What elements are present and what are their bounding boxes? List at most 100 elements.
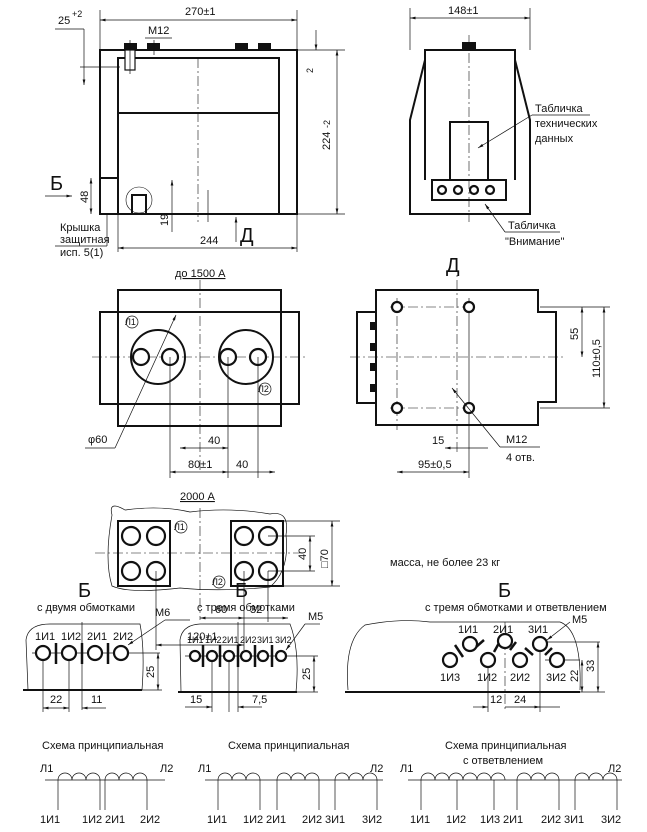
side-dim-width: 148±1: [448, 5, 479, 17]
tap-label: 2И1: [105, 814, 125, 826]
view-title: Б: [78, 580, 91, 602]
scheme-two-windings: Схема принципиальная Л1 Л2 1И1 1И2 2И1 2…: [40, 740, 173, 826]
bottom-view-d: Д 55 110±0,5 15 95±0,5 M: [350, 255, 610, 478]
dim-55: 55: [569, 328, 581, 340]
top-view-1500a: до 1500 А Л1 Л2 φ60 40 80±1 40: [85, 268, 305, 478]
terminal-l1: Л1: [40, 763, 53, 775]
view-title: Д: [446, 255, 460, 277]
marker-l1: Л1: [174, 522, 185, 532]
cover-label: Крышка: [60, 222, 101, 234]
terminal-label: 2И2: [240, 635, 256, 645]
thread-label: M5: [308, 611, 323, 623]
top-bolts: [124, 40, 271, 215]
dim-120: 120±1: [187, 631, 218, 643]
protective-cover: [99, 177, 119, 215]
thread-label: M12: [506, 434, 527, 446]
tap-label: 1И2: [243, 814, 263, 826]
dim-40: 40: [297, 548, 309, 560]
dim-70: □70: [319, 549, 331, 568]
view-title: 2000 А: [180, 491, 216, 503]
tap-label: 3И2: [601, 814, 621, 826]
cover-label: защитная: [60, 234, 110, 246]
scheme-subtitle: с ответвлением: [463, 755, 543, 767]
tap-label: 3И2: [362, 814, 382, 826]
tap-label: 2И2: [302, 814, 322, 826]
tap-label: 2И2: [140, 814, 160, 826]
dim-80: 80±1: [188, 459, 212, 471]
tap-label: 1И2: [446, 814, 466, 826]
dim-19: 19: [159, 214, 171, 226]
plate-label: технических: [535, 118, 598, 130]
terminal-l1: Л1: [198, 763, 211, 775]
tap-label: 1И2: [82, 814, 102, 826]
tap-label: 2И2: [541, 814, 561, 826]
dim-95: 95±0,5: [418, 459, 452, 471]
dim-gap: 2: [305, 68, 315, 73]
terminal-label: 3И1: [257, 635, 273, 645]
holes-count: 4 отв.: [506, 452, 535, 464]
view-subtitle: с двумя обмотками: [37, 602, 135, 614]
view-title: Б: [498, 580, 511, 602]
thread-label: M12: [148, 25, 169, 37]
terminal-l2: Л2: [160, 763, 173, 775]
scheme-three-windings-tap: Схема принципиальная с ответвлением Л1 Л…: [400, 740, 622, 826]
dim-offset: 11: [91, 694, 102, 706]
terminal-label: 2И2: [510, 672, 530, 684]
view-b-marker: Б: [50, 173, 63, 195]
dim-110: 110±0,5: [591, 339, 603, 378]
terminal-label: 1И2: [205, 635, 221, 645]
secondary-terminals: [370, 322, 376, 392]
scheme-title: Схема принципиальная: [228, 740, 349, 752]
tap-label: 1И3: [480, 814, 500, 826]
dim-height: 33: [585, 660, 597, 672]
marker-l2: Л2: [258, 384, 269, 394]
dim-32: 32: [250, 604, 262, 616]
view-subtitle: с тремя обмотками и ответвлением: [425, 602, 607, 614]
terminal-view-three-windings-tap: Б с тремя обмотками и ответвлением 1И1 2…: [345, 580, 607, 712]
front-inner-frame: [117, 57, 280, 215]
dim-offset-tol: +2: [72, 9, 82, 19]
terminal-label: 2И1: [222, 635, 238, 645]
view-title: Б: [235, 580, 248, 602]
thread-label: M5: [572, 614, 587, 626]
scheme-title: Схема принципиальная: [42, 740, 163, 752]
tap-label: 1И1: [410, 814, 430, 826]
dim-height: 25: [301, 668, 313, 680]
marker-l1: Л1: [125, 317, 136, 327]
terminal-label: 3И2: [275, 635, 291, 645]
secondary-terminals: [188, 645, 288, 667]
terminal-label: 1И2: [61, 631, 81, 643]
terminal-l1: Л1: [400, 763, 413, 775]
terminal-view-two-windings: Б с двумя обмотками 1И1 1И2 2И1 2И2 M6 2…: [23, 580, 190, 712]
dim-base: 244: [200, 235, 218, 247]
terminal-label: 1И1: [187, 635, 203, 645]
terminal-screws: [436, 184, 496, 196]
plate-label: Табличка: [535, 103, 583, 115]
tap-label: 2И1: [266, 814, 286, 826]
dim-60: 60: [215, 604, 227, 616]
terminal-label: 2И1: [493, 624, 513, 636]
terminal-label: 2И1: [87, 631, 107, 643]
dim-height: 22: [569, 670, 581, 682]
side-view: 148±1 Табличка технических данных Таблич…: [409, 5, 598, 248]
dim-pitch: 12: [490, 694, 502, 706]
tap-label: 2И1: [503, 814, 523, 826]
dim-40: 40: [208, 435, 220, 447]
secondary-terminals: [34, 643, 130, 664]
terminal-label: 1И2: [477, 672, 497, 684]
view-subtitle: с тремя обмотками: [197, 602, 295, 614]
dim-width: 270±1: [185, 6, 216, 18]
terminal-label: 1И1: [35, 631, 55, 643]
dim-pitch: 15: [190, 694, 202, 706]
top-view-2000a: 2000 А Л1 Л2 40 □70 60 32 120±1: [95, 491, 340, 650]
dim-height: 25: [145, 666, 157, 678]
mass-note: масса, не более 23 кг: [390, 557, 500, 569]
tap-label: 1И1: [207, 814, 227, 826]
dim-15: 15: [432, 435, 444, 447]
plate-label: данных: [535, 133, 574, 145]
terminal-block: [431, 179, 507, 201]
warning-label: Табличка: [508, 220, 556, 232]
tap-label: 3И1: [564, 814, 584, 826]
dim-height: 224: [321, 132, 333, 150]
view-title: до 1500 А: [175, 268, 226, 280]
